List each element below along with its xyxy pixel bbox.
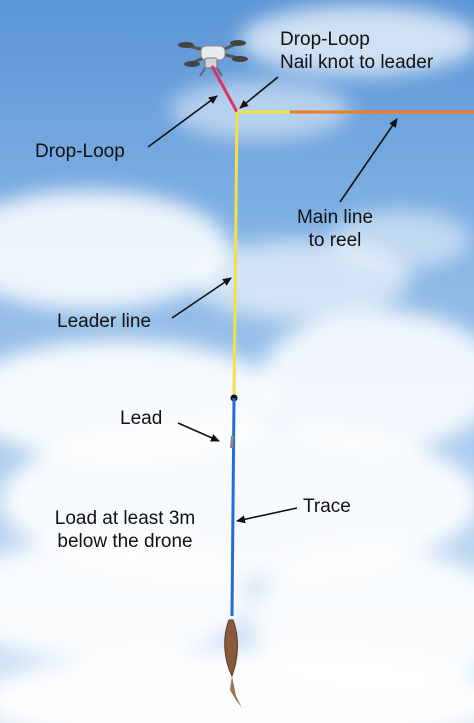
arrow-drop-loop-knot (239, 76, 279, 109)
label-load: Load at least 3m below the drone (40, 507, 210, 553)
label-lead: Lead (120, 408, 163, 429)
drop-loop-line (210, 65, 239, 113)
label-trace: Trace (303, 496, 351, 517)
drone-icon (178, 40, 248, 77)
bait-fish-icon (224, 619, 242, 708)
arrow-lead (177, 422, 220, 442)
leader-line-vertical (232, 111, 239, 399)
label-main-line-line2: to reel (308, 230, 362, 251)
arrow-drop-loop (147, 95, 218, 148)
trace-line (230, 397, 236, 617)
label-drop-loop-knot-line1: Drop-Loop (280, 29, 370, 50)
label-drop-loop-knot: Drop-Loop Nail knot to leader (280, 28, 433, 74)
lead-weight (230, 436, 234, 448)
arrow-main-line (339, 118, 398, 203)
label-drop-loop-knot-line2: Nail knot to leader (280, 52, 434, 73)
label-load-line1: Load at least 3m (54, 508, 196, 529)
label-leader-line: Leader line (57, 311, 152, 332)
label-main-line: Main line to reel (285, 206, 385, 252)
label-main-line-line1: Main line (296, 207, 374, 228)
arrow-leader-line (171, 277, 232, 319)
label-load-line2: below the drone (57, 531, 193, 552)
arrow-trace (236, 507, 298, 524)
label-drop-loop: Drop-Loop (35, 141, 125, 162)
